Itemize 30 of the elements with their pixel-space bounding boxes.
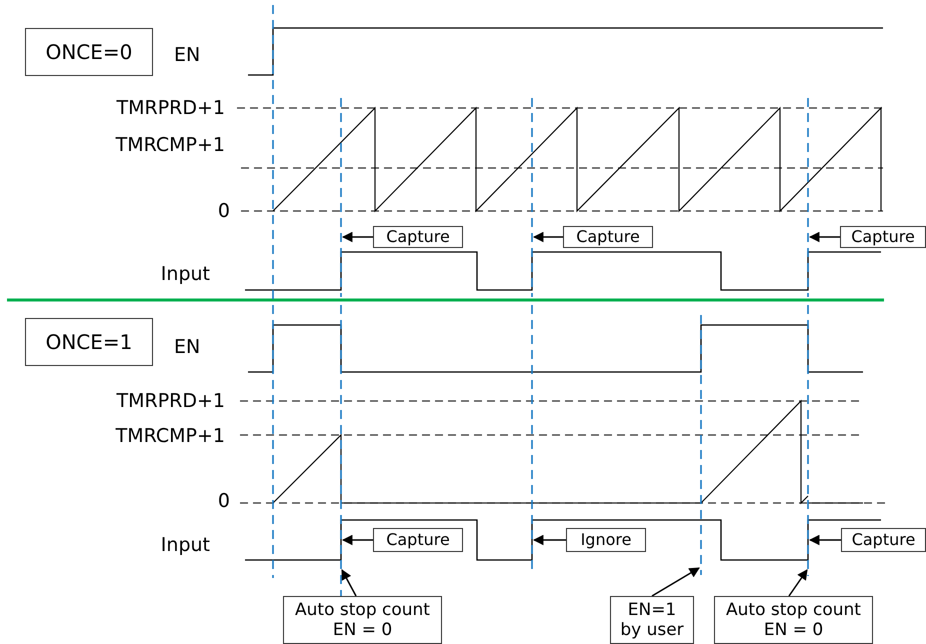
- signal-name: Input: [160, 534, 210, 556]
- level-label: TMRPRD+1: [116, 97, 225, 119]
- arrow: [808, 232, 840, 242]
- annotation-box: EN=1 by user: [610, 596, 694, 644]
- mode-box: ONCE=1: [25, 318, 153, 366]
- level-label: TMRPRD+1: [116, 390, 225, 412]
- signal-name: EN: [174, 336, 200, 358]
- mode-box: ONCE=0: [25, 28, 153, 76]
- arrow: [342, 534, 373, 546]
- level-label: TMRCMP+1: [116, 425, 225, 447]
- event-tag: Capture: [373, 528, 463, 552]
- signal-name: EN: [174, 44, 200, 66]
- event-tag: Capture: [373, 226, 463, 248]
- arrow: [341, 569, 357, 596]
- annotation-box: Auto stop count EN = 0: [714, 596, 873, 644]
- event-tag: Capture: [841, 528, 926, 552]
- level-label: 0: [218, 490, 230, 512]
- event-tag: Ignore: [566, 528, 646, 552]
- level-label: 0: [218, 200, 230, 222]
- arrow: [808, 534, 841, 546]
- arrow: [532, 232, 563, 242]
- event-tag: Capture: [563, 226, 653, 248]
- annotation-box: Auto stop count EN = 0: [283, 596, 442, 644]
- event-tag: Capture: [840, 226, 926, 248]
- signal-name: Input: [160, 263, 210, 285]
- level-label: TMRCMP+1: [116, 134, 225, 156]
- arrow: [788, 569, 808, 596]
- arrow: [342, 232, 373, 242]
- arrow: [532, 534, 566, 546]
- arrow: [652, 567, 700, 597]
